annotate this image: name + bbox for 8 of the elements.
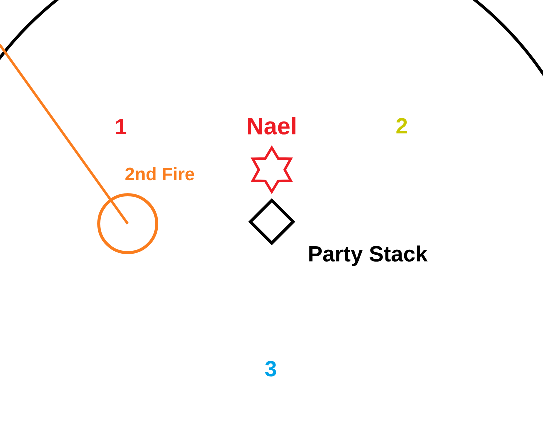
position-number: 2 [396,118,408,134]
circle-marker [98,194,158,254]
position-number: 3 [265,361,276,377]
position-number: 1 [116,119,126,135]
marker-label: Party Stack [310,246,428,266]
marker-label: Nael [248,117,296,135]
line [0,44,130,225]
marker-label: 2nd Fire [126,167,194,181]
